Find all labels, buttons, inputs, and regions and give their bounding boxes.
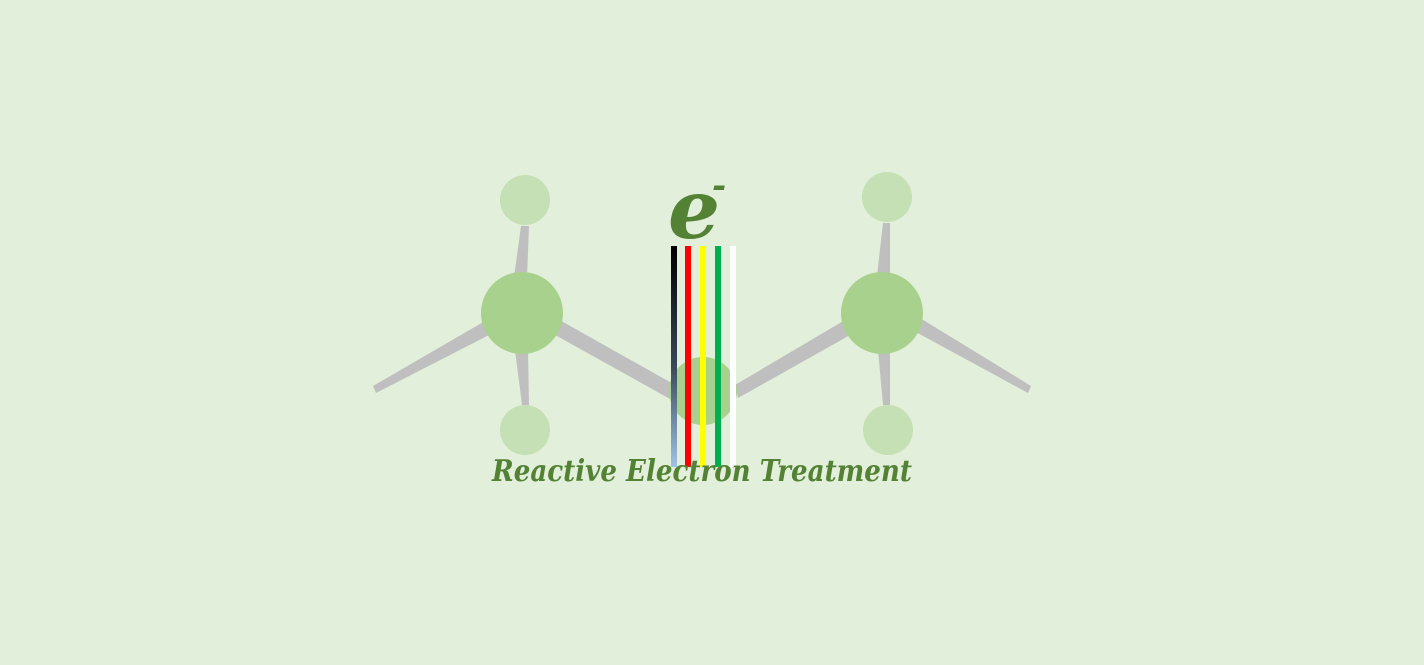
bond-left-center bbox=[548, 318, 677, 399]
hydrogen-atom-left-top bbox=[500, 175, 550, 225]
carbon-atom-right bbox=[841, 272, 923, 354]
stripe-green bbox=[715, 246, 721, 467]
bond-right-outer bbox=[914, 318, 1031, 393]
bond-left-top bbox=[514, 226, 529, 278]
electron-beam-stripes bbox=[671, 246, 736, 467]
electron-charge: - bbox=[712, 166, 726, 206]
hydrogen-atom-left-bottom bbox=[500, 405, 550, 455]
bond-left-outer bbox=[373, 321, 491, 393]
stripe-yellow bbox=[700, 246, 706, 467]
carbon-atom-left bbox=[481, 272, 563, 354]
left-molecule-bonds bbox=[373, 226, 677, 405]
stripe-black bbox=[671, 246, 677, 467]
stripe-white bbox=[730, 246, 736, 467]
hydrogen-atom-right-top bbox=[862, 172, 912, 222]
right-molecule-bonds bbox=[735, 223, 1031, 405]
electron-symbol: e bbox=[668, 162, 720, 258]
hydrogen-atom-right-bottom bbox=[863, 405, 913, 455]
stripe-red bbox=[685, 246, 691, 467]
bond-left-bottom bbox=[515, 350, 529, 405]
tagline: Reactive Electron Treatment bbox=[491, 454, 912, 489]
bond-right-bottom bbox=[878, 350, 890, 405]
bond-right-center bbox=[735, 320, 852, 398]
bond-right-top bbox=[877, 223, 890, 276]
